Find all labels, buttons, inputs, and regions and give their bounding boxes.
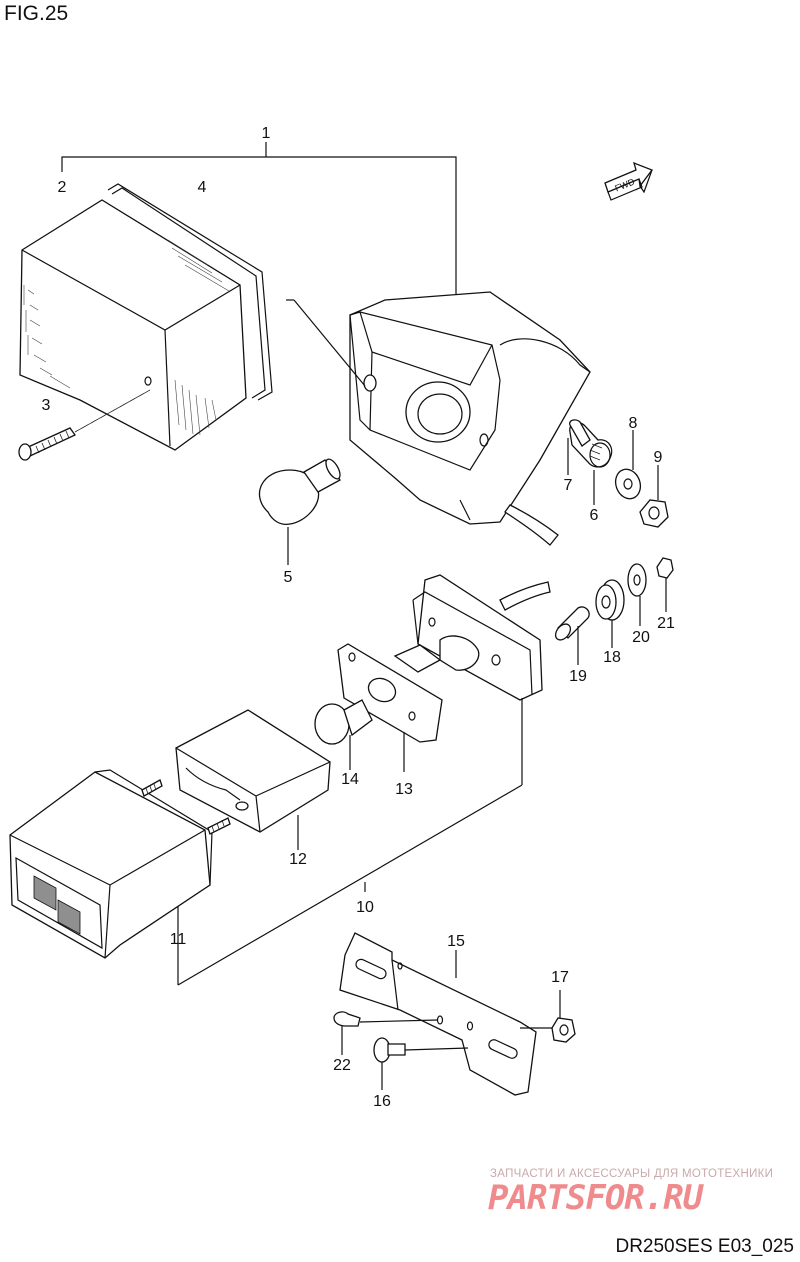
callout-11: 11 xyxy=(170,931,187,948)
callout-3: 3 xyxy=(42,397,51,414)
assembly-bracket-10 xyxy=(177,698,523,986)
license-bulb[interactable] xyxy=(314,699,373,770)
diagram-code: DR250SES E03_025 xyxy=(615,1236,794,1257)
callout-5: 5 xyxy=(284,569,293,586)
taillight-housing[interactable] xyxy=(286,291,591,546)
callout-22: 22 xyxy=(333,1057,351,1074)
watermark-logo: PARTSFOR.RU xyxy=(488,1178,703,1218)
callout-10: 10 xyxy=(356,899,374,916)
callout-4: 4 xyxy=(198,179,207,196)
callout-1: 1 xyxy=(262,125,271,142)
bracket-nut[interactable] xyxy=(520,990,576,1043)
callout-21: 21 xyxy=(657,615,675,632)
lens-screw[interactable] xyxy=(18,389,151,461)
nut-21[interactable] xyxy=(656,557,674,612)
callout-14: 14 xyxy=(341,771,359,788)
lens-gasket[interactable] xyxy=(107,183,273,401)
nut-9[interactable] xyxy=(639,465,669,528)
callout-6: 6 xyxy=(590,507,599,524)
license-lamp-housing[interactable] xyxy=(393,574,551,701)
callout-20: 20 xyxy=(632,629,650,646)
bracket-bolt[interactable] xyxy=(373,1037,469,1090)
socket-plate[interactable] xyxy=(337,643,443,772)
callout-2: 2 xyxy=(58,179,67,196)
callout-labels: 1 2 3 4 5 6 7 8 9 10 11 12 13 14 15 16 1… xyxy=(42,125,675,1110)
callout-19: 19 xyxy=(569,668,587,685)
watermark-tagline: ЗАПЧАСТИ И АКСЕССУАРЫ ДЛЯ МОТОТЕХНИКИ xyxy=(490,1168,774,1180)
cushion-18[interactable] xyxy=(595,579,625,648)
callout-16: 16 xyxy=(373,1093,391,1110)
taillight-bulb[interactable] xyxy=(258,457,342,565)
spacer-7[interactable] xyxy=(567,419,591,475)
washer-8[interactable] xyxy=(612,430,645,502)
cushion-plug[interactable] xyxy=(333,1011,439,1055)
spacer-19[interactable] xyxy=(553,606,590,665)
callout-13: 13 xyxy=(395,781,413,798)
license-bracket[interactable] xyxy=(339,932,537,1096)
callout-18: 18 xyxy=(603,649,621,666)
callout-9: 9 xyxy=(654,449,663,466)
washer-20[interactable] xyxy=(627,563,647,626)
callout-7: 7 xyxy=(564,477,573,494)
taillight-lens[interactable] xyxy=(19,199,247,451)
license-gasket[interactable] xyxy=(175,709,331,850)
license-lens[interactable] xyxy=(9,769,231,959)
forward-direction-arrow: FWD xyxy=(604,161,654,201)
assembly-bracket-1 xyxy=(61,142,457,300)
figure-title: FIG.25 xyxy=(4,2,69,25)
callout-12: 12 xyxy=(289,851,307,868)
callout-15: 15 xyxy=(447,933,465,950)
callout-8: 8 xyxy=(629,415,638,432)
callout-17: 17 xyxy=(551,969,569,986)
